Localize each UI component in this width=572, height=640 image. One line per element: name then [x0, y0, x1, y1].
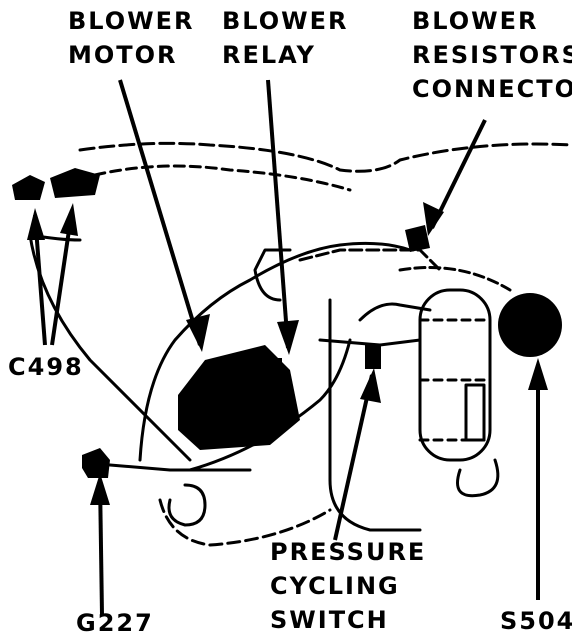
- label-s504: S504: [500, 607, 572, 635]
- c498-connectors: [12, 168, 100, 200]
- pressure-cycling-switch-body: [365, 345, 381, 369]
- label-blower-motor: BLOWER MOTOR: [68, 4, 194, 72]
- label-pressure-line1: PRESSURE: [270, 538, 427, 566]
- arrow-g227: [90, 473, 110, 505]
- arrowheads: [27, 202, 548, 505]
- label-blower-resistors-line1: BLOWER: [412, 7, 539, 35]
- g227-ground: [82, 448, 110, 478]
- label-pressure-line3: SWITCH: [270, 606, 389, 634]
- leader-pressure-switch: [333, 374, 374, 541]
- arrow-c498-b: [60, 203, 78, 236]
- s504-connector: [498, 293, 562, 357]
- label-blower-motor-line2: MOTOR: [68, 41, 178, 69]
- arrow-s504: [528, 358, 548, 390]
- label-blower-motor-line1: BLOWER: [68, 7, 195, 35]
- label-blower-resistors-line3: CONNECTOR: [412, 75, 572, 103]
- blower-relay-body: [268, 358, 282, 380]
- label-c498: C498: [8, 353, 84, 381]
- hvac-assembly-drawing: [28, 141, 572, 547]
- arrow-blower-resistors: [423, 202, 444, 236]
- label-pressure-line2: CYCLING: [270, 572, 400, 600]
- blower-resistors-connector-body: [405, 225, 430, 252]
- arrow-blower-relay: [277, 320, 299, 355]
- label-blower-relay-line2: RELAY: [222, 41, 316, 69]
- label-pressure-cycling-switch: PRESSURE CYCLING SWITCH: [270, 535, 426, 637]
- arrow-pressure-switch: [360, 368, 381, 403]
- label-blower-resistors-connector: BLOWER RESISTORS CONNECTOR: [412, 4, 572, 106]
- label-blower-resistors-line2: RESISTORS: [412, 41, 572, 69]
- label-g227: G227: [76, 609, 154, 637]
- arrow-blower-motor: [186, 314, 210, 352]
- leader-blower-motor: [118, 79, 202, 346]
- arrow-c498-a: [27, 208, 45, 240]
- label-blower-relay-line1: BLOWER: [222, 7, 349, 35]
- leader-blower-resistors: [430, 119, 487, 229]
- label-blower-relay: BLOWER RELAY: [222, 4, 348, 72]
- leader-blower-relay: [266, 79, 290, 349]
